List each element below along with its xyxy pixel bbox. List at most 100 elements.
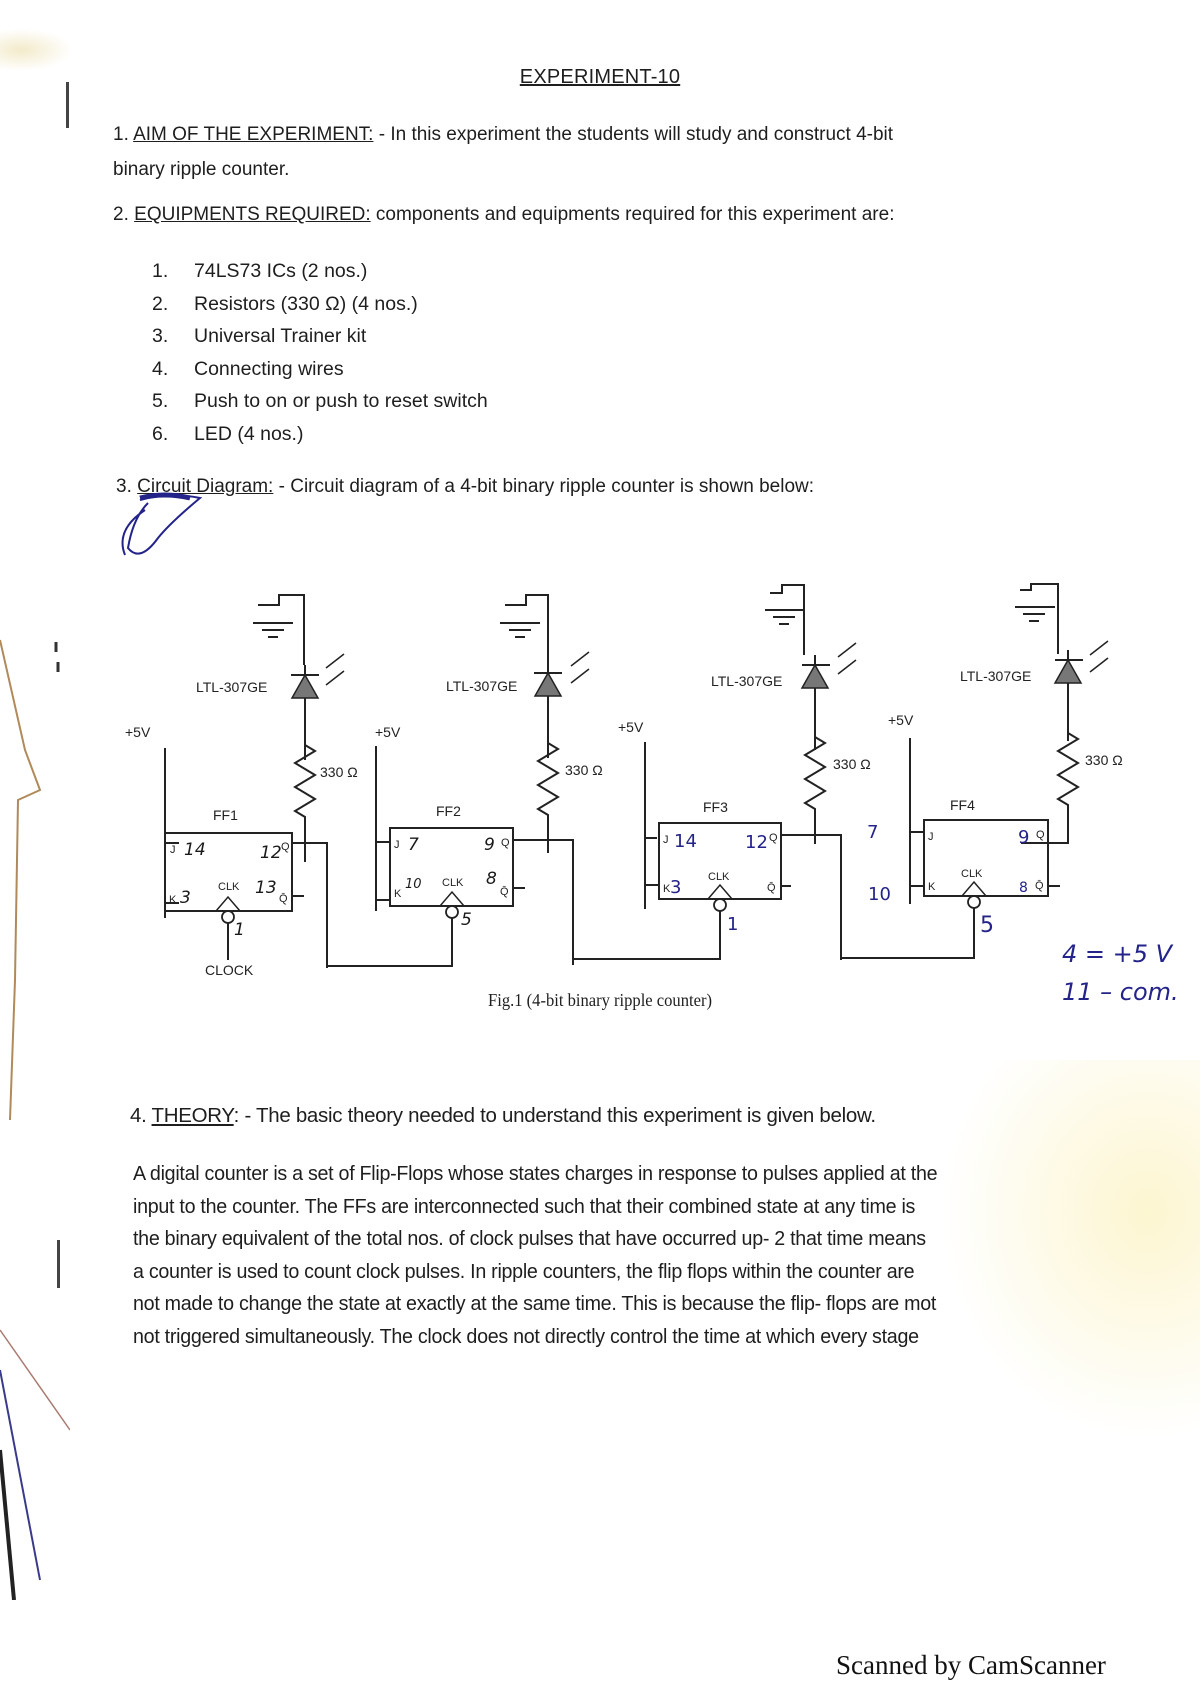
svg-text:3: 3 bbox=[670, 877, 681, 898]
page-title: EXPERIMENT-10 bbox=[519, 66, 681, 88]
aim-text-line2: binary ripple counter. bbox=[113, 159, 290, 180]
stage-2 bbox=[327, 594, 590, 967]
svg-text:CLK: CLK bbox=[708, 871, 730, 883]
svg-text:3: 3 bbox=[180, 888, 191, 908]
svg-text:10: 10 bbox=[868, 884, 891, 905]
equipment-list: 1.74LS73 ICs (2 nos.) 2.Resistors (330 Ω… bbox=[152, 255, 488, 450]
resistor-label: 330 Ω bbox=[1085, 752, 1123, 768]
svg-text:9: 9 bbox=[1018, 827, 1029, 848]
circuit-heading: Circuit Diagram: bbox=[137, 476, 274, 497]
resistor-label: 330 Ω bbox=[320, 764, 358, 780]
ff-label: FF1 bbox=[213, 807, 238, 823]
svg-text:9: 9 bbox=[484, 835, 495, 855]
handwritten-note-supply: 4 = +5 V bbox=[1062, 940, 1173, 968]
stage-4 bbox=[841, 583, 1109, 959]
theory-body: A digital counter is a set of Flip-Flops… bbox=[133, 1158, 1131, 1353]
svg-text:Q: Q bbox=[501, 837, 510, 849]
svg-text:1: 1 bbox=[727, 914, 738, 935]
svg-text:CLK: CLK bbox=[442, 877, 464, 889]
svg-text:8: 8 bbox=[1019, 880, 1028, 896]
ff-label: FF4 bbox=[950, 797, 975, 813]
equipment-heading: EQUIPMENTS REQUIRED: bbox=[134, 204, 371, 225]
svg-text:J: J bbox=[170, 844, 176, 856]
svg-text:J: J bbox=[663, 834, 669, 846]
pen-scribble bbox=[121, 494, 203, 556]
stage-3 bbox=[574, 584, 857, 960]
list-item: 1.74LS73 ICs (2 nos.) bbox=[152, 260, 368, 282]
svg-text:Q̄: Q̄ bbox=[767, 881, 776, 894]
equipment-number: 2. bbox=[113, 204, 129, 225]
led-label: LTL-307GE bbox=[446, 678, 517, 694]
svg-text:Q̄: Q̄ bbox=[279, 892, 288, 905]
svg-text:K: K bbox=[928, 881, 936, 893]
svg-text:5: 5 bbox=[980, 913, 994, 938]
theory-line: a counter is used to count clock pulses.… bbox=[133, 1259, 915, 1283]
svg-text:CLK: CLK bbox=[218, 881, 240, 893]
theory-number: 4. bbox=[130, 1104, 147, 1127]
ff-label: FF2 bbox=[436, 803, 461, 819]
theory-heading: THEORY bbox=[151, 1104, 234, 1127]
svg-text:5: 5 bbox=[461, 910, 472, 930]
svg-text:1: 1 bbox=[234, 920, 245, 940]
svg-text:12: 12 bbox=[260, 843, 282, 863]
svg-text:K: K bbox=[169, 894, 177, 906]
circuit-text: - Circuit diagram of a 4-bit binary ripp… bbox=[273, 476, 815, 497]
svg-text:CLK: CLK bbox=[961, 868, 983, 880]
clock-label: CLOCK bbox=[205, 962, 254, 978]
equipment-section: 2. EQUIPMENTS REQUIRED: components and e… bbox=[113, 198, 1113, 231]
svg-text:7: 7 bbox=[867, 822, 878, 843]
theory-line: A digital counter is a set of Flip-Flops… bbox=[133, 1162, 938, 1185]
circuit-number: 3. bbox=[116, 476, 132, 497]
svg-text:8: 8 bbox=[486, 869, 497, 889]
list-item: 6.LED (4 nos.) bbox=[152, 422, 304, 445]
aim-section: 1. AIM OF THE EXPERIMENT: - In this expe… bbox=[113, 118, 1113, 151]
svg-text:13: 13 bbox=[255, 878, 277, 898]
list-item: 4.Connecting wires bbox=[152, 357, 344, 380]
theory-section: 4. THEORY: - The basic theory needed to … bbox=[130, 1104, 876, 1128]
svg-text:K: K bbox=[663, 883, 671, 895]
svg-text:12: 12 bbox=[745, 832, 768, 853]
handwritten-note-common: 11 – com. bbox=[1062, 978, 1179, 1006]
aim-heading: AIM OF THE EXPERIMENT: bbox=[133, 124, 374, 145]
svg-text:J: J bbox=[394, 839, 400, 851]
list-item: 5.Push to on or push to reset switch bbox=[152, 390, 488, 412]
svg-text:10: 10 bbox=[405, 877, 422, 892]
svg-text:Q: Q bbox=[281, 841, 290, 853]
figure-caption: Fig.1 (4-bit binary ripple counter) bbox=[488, 990, 712, 1010]
aim-number: 1. bbox=[113, 124, 129, 145]
svg-text:Q: Q bbox=[1036, 829, 1045, 841]
svg-text:7: 7 bbox=[408, 835, 419, 855]
supply-label: +5V bbox=[375, 724, 401, 740]
equipment-text: components and equipments required for t… bbox=[370, 204, 895, 225]
svg-text:14: 14 bbox=[674, 831, 697, 852]
resistor-label: 330 Ω bbox=[565, 762, 603, 778]
supply-label: +5V bbox=[618, 719, 644, 735]
svg-text:Q̄: Q̄ bbox=[500, 885, 509, 898]
led-label: LTL-307GE bbox=[960, 668, 1031, 684]
ff-label: FF3 bbox=[703, 799, 728, 815]
svg-text:Q̄: Q̄ bbox=[1035, 879, 1044, 892]
binder-edge-shadow bbox=[0, 639, 70, 1600]
stage-1 bbox=[164, 594, 345, 968]
margin-pen-mark bbox=[57, 1240, 60, 1288]
circuit-section: 3. Circuit Diagram: - Circuit diagram of… bbox=[116, 470, 1116, 503]
svg-text:K: K bbox=[394, 888, 402, 900]
aim-text: - In this experiment the students will s… bbox=[373, 124, 894, 145]
theory-line: not triggered simultaneously. The clock … bbox=[133, 1324, 919, 1348]
list-item: 2.Resistors (330 Ω) (4 nos.) bbox=[152, 292, 418, 315]
supply-label: +5V bbox=[888, 712, 914, 728]
led-label: LTL-307GE bbox=[196, 679, 267, 695]
resistor-label: 330 Ω bbox=[833, 756, 871, 772]
supply-label: +5V bbox=[125, 724, 151, 740]
svg-text:J: J bbox=[928, 831, 934, 843]
svg-text:Q: Q bbox=[769, 832, 778, 844]
theory-line: not made to change the state at exactly … bbox=[133, 1292, 937, 1315]
theory-intro: : - The basic theory needed to understan… bbox=[233, 1104, 876, 1127]
scanner-watermark: Scanned by CamScanner bbox=[836, 1650, 1106, 1680]
theory-line: input to the counter. The FFs are interc… bbox=[133, 1194, 916, 1218]
scan-stain bbox=[0, 30, 70, 70]
svg-text:14: 14 bbox=[184, 840, 206, 860]
led-label: LTL-307GE bbox=[711, 673, 782, 689]
theory-line: the binary equivalent of the total nos. … bbox=[133, 1227, 926, 1250]
